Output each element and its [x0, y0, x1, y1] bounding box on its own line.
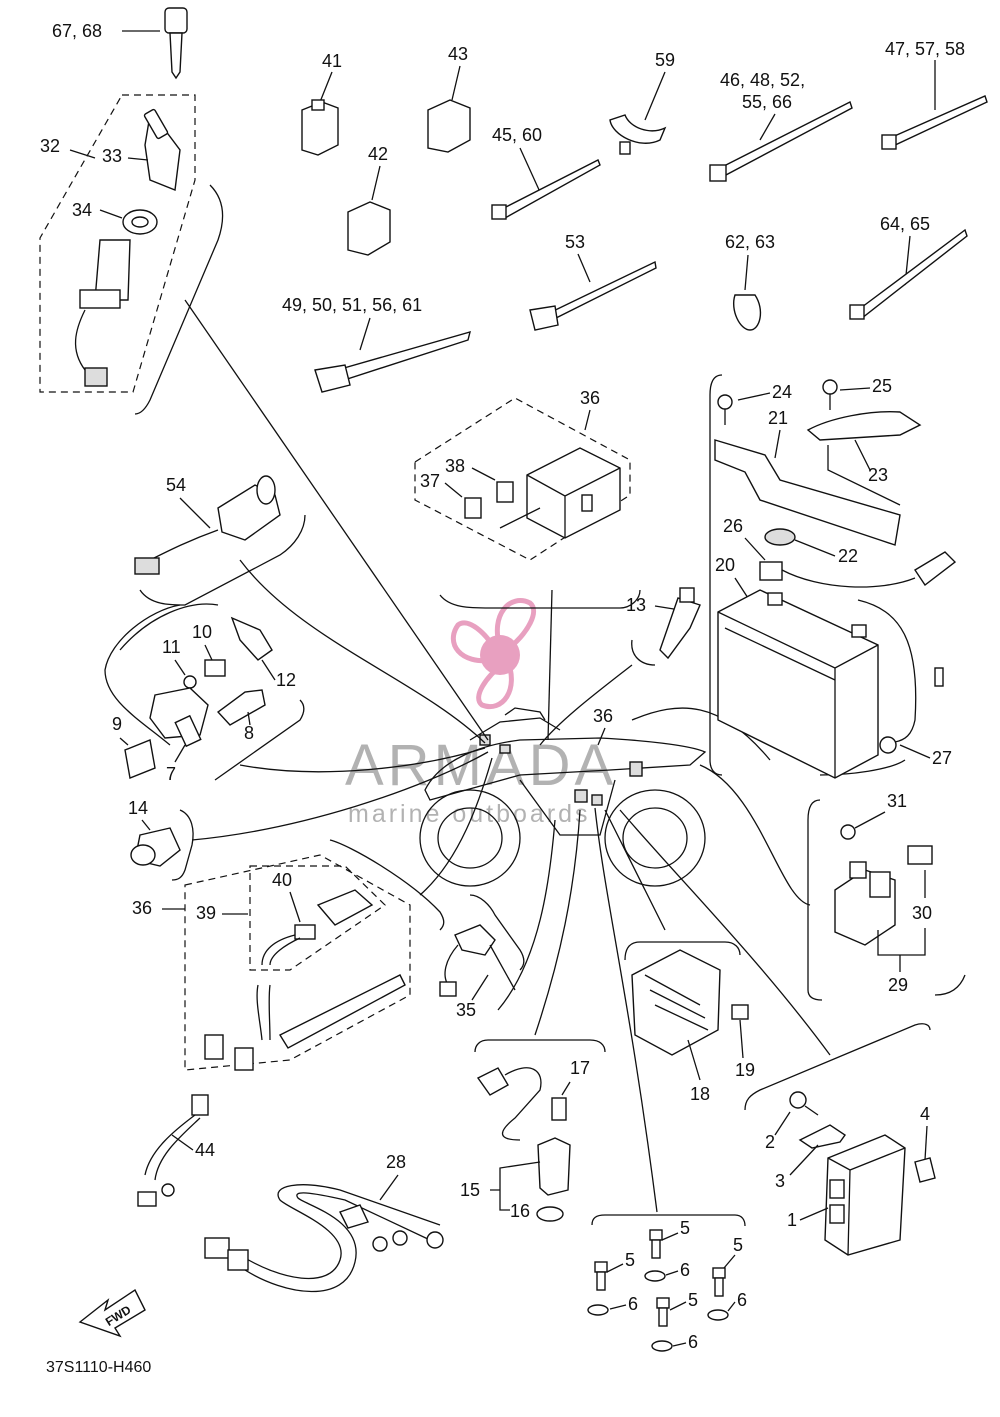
callout-26: 26 [723, 516, 743, 536]
callout-23: 23 [868, 465, 888, 485]
callout-46-66: 46, 48, 52, [720, 70, 805, 90]
callout-28: 28 [386, 1152, 406, 1172]
starter-relay-assy: 31 30 29 [807, 791, 966, 1001]
callout-31: 31 [887, 791, 907, 811]
callout-5-b: 5 [625, 1250, 635, 1270]
callout-47-57-58: 47, 57, 58 [885, 39, 965, 59]
atv-vehicle [419, 707, 707, 887]
callout-6-d: 6 [688, 1332, 698, 1352]
rectifier-regulator-assy: 19 18 [624, 941, 755, 1104]
bolts-washers-5-6: 5 6 5 6 5 6 5 6 [587, 1214, 747, 1352]
callout-53: 53 [565, 232, 585, 252]
callout-22: 22 [838, 546, 858, 566]
callout-42: 42 [368, 144, 388, 164]
leader-lines [184, 299, 831, 1213]
callout-12: 12 [276, 670, 296, 690]
callout-32: 32 [40, 136, 60, 156]
callout-39: 39 [196, 903, 216, 923]
callout-5-d: 5 [688, 1290, 698, 1310]
battery-assy: 24 25 21 23 22 26 20 27 [709, 374, 957, 779]
callout-43: 43 [448, 44, 468, 64]
callout-40: 40 [272, 870, 292, 890]
callout-36-a: 36 [580, 388, 600, 408]
callout-13: 13 [626, 595, 646, 615]
callout-29: 29 [888, 975, 908, 995]
callout-14: 14 [128, 798, 148, 818]
callout-34: 34 [72, 200, 92, 220]
callout-37: 37 [420, 471, 440, 491]
callout-18: 18 [690, 1084, 710, 1104]
callout-11: 11 [162, 637, 181, 657]
callout-10: 10 [192, 622, 212, 642]
callout-8: 8 [244, 723, 254, 743]
callout-5-a: 5 [680, 1218, 690, 1238]
callout-24: 24 [772, 382, 792, 402]
callout-20: 20 [715, 555, 735, 575]
callout-15: 15 [460, 1180, 480, 1200]
couplers-41-42-43: 41 43 42 [301, 44, 471, 256]
dc-jack-assy: 54 [134, 475, 306, 606]
watermark-brand: ARMADA [345, 733, 617, 798]
callout-7: 7 [166, 764, 176, 784]
callout-33: 33 [102, 146, 122, 166]
diagram-code: 37S1110-H460 [46, 1359, 151, 1376]
callout-6-c: 6 [737, 1290, 747, 1310]
blank-key: 67, 68 [52, 7, 188, 80]
ecu-assy: 2 3 4 1 [744, 1023, 936, 1256]
callout-64-65: 64, 65 [880, 214, 930, 234]
callout-36-b: 36 [593, 706, 613, 726]
callout-16: 16 [510, 1201, 530, 1221]
sub-wire-harness-28: 28 [204, 1152, 444, 1293]
callout-36-c: 36 [132, 898, 152, 918]
lead-44: 44 [137, 1094, 215, 1207]
watermark-tagline: marine outboards [348, 800, 591, 828]
callout-49-61: 49, 50, 51, 56, 61 [282, 295, 422, 315]
callout-4: 4 [920, 1104, 930, 1124]
fuse-box-assy: 36 37 38 [414, 388, 641, 609]
callout-38: 38 [445, 456, 465, 476]
fuel-sender-assy: 10 11 12 9 7 8 [104, 603, 305, 784]
sensor-13: 13 [626, 587, 701, 666]
sensor-35: 35 [439, 894, 525, 1020]
callout-21: 21 [768, 408, 788, 428]
callout-17: 17 [570, 1058, 590, 1078]
callout-25: 25 [872, 376, 892, 396]
watermark: ARMADA marine outboards [345, 598, 617, 828]
callout-67-68: 67, 68 [52, 21, 102, 41]
cable-ties: 59 45, 60 46, 48, 52, 55, 66 47, 57, 58 … [282, 39, 988, 393]
fwd-arrow-icon: FWD [78, 1288, 146, 1338]
propeller-logo-icon [450, 598, 537, 709]
callout-27: 27 [932, 748, 952, 768]
callout-5-c: 5 [733, 1235, 743, 1255]
callout-6-b: 6 [628, 1294, 638, 1314]
switch-14: 14 [128, 798, 194, 881]
callout-35: 35 [456, 1000, 476, 1020]
callout-9: 9 [112, 714, 122, 734]
callout-44: 44 [195, 1140, 215, 1160]
wire-harness-assy: 36 39 40 [132, 839, 445, 1071]
callout-59: 59 [655, 50, 675, 70]
callout-62-63: 62, 63 [725, 232, 775, 252]
callout-30: 30 [912, 903, 932, 923]
callout-45-60: 45, 60 [492, 125, 542, 145]
callout-19: 19 [735, 1060, 755, 1080]
callout-2: 2 [765, 1132, 775, 1152]
callout-1: 1 [787, 1210, 797, 1230]
callout-6-a: 6 [680, 1260, 690, 1280]
callout-3: 3 [775, 1171, 785, 1191]
speed-sensor-assy: 17 15 16 [460, 1039, 606, 1222]
callout-46-66-b: 55, 66 [742, 92, 792, 112]
callout-54: 54 [166, 475, 186, 495]
callout-41: 41 [322, 51, 342, 71]
main-switch-assy: 32 33 34 [39, 94, 224, 415]
